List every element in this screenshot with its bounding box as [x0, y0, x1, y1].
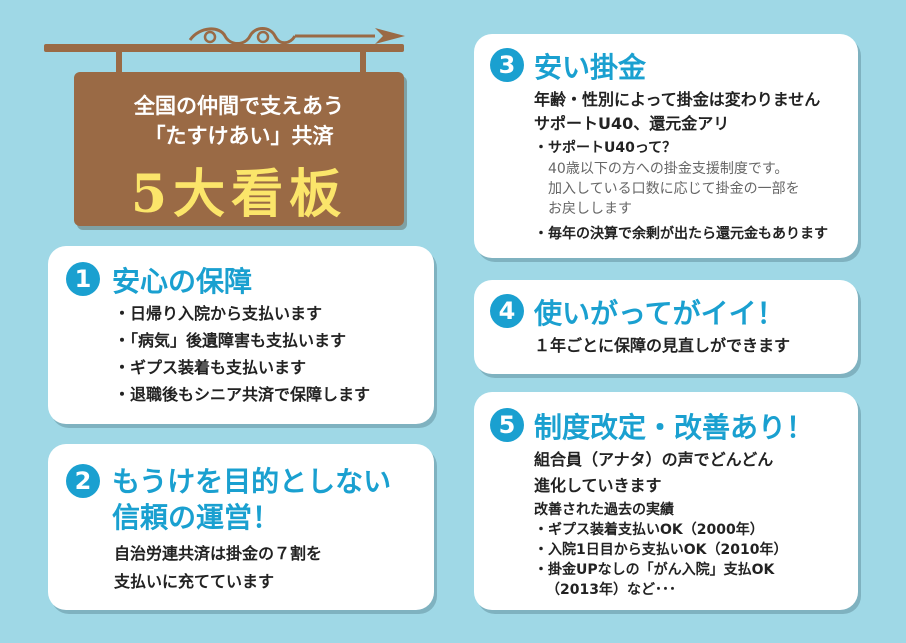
card-3-sub-line-2: 加入している口数に応じて掛金の一部を: [548, 181, 800, 197]
number-badge-5: 5: [490, 408, 524, 442]
card-3-sub-heading: ・サポートU40って？: [534, 140, 677, 156]
number-badge-4: 4: [490, 294, 524, 328]
sign-title: 5大看板: [130, 164, 348, 225]
sign-board: 全国の仲間で支えあう 「たすけあい」共済 5大看板: [74, 72, 404, 226]
card-4: 4 使いがってがイイ！ １年ごとに保障の見直しができます: [474, 280, 858, 374]
card-5-line-2: 進化していきます: [534, 476, 662, 495]
card-3: 3 安い掛金 年齢・性別によって掛金は変わりません サポートU40、還元金アリ …: [474, 34, 858, 258]
ornament-icon: [188, 27, 405, 45]
card-1-line-3: ・ギプス装着も支払います: [114, 358, 307, 377]
card-4-title: 使いがってがイイ！: [534, 297, 785, 330]
card-1-line-4: ・退職後もシニア共済で保障します: [114, 385, 371, 404]
sign-line-2: 「たすけあい」共済: [144, 124, 334, 148]
card-5-sub-heading: 改善された過去の実績: [534, 502, 674, 518]
card-3-line-2: サポートU40、還元金アリ: [534, 114, 730, 133]
sign-hook-left: [116, 50, 122, 74]
card-1-title: 安心の保障: [112, 265, 253, 298]
card-5-sub-line-3: ・掛金UPなしの「がん入院」支払OK: [534, 562, 775, 578]
card-3-sub-line-3: お戻しします: [548, 201, 632, 217]
card-1: 1 安心の保障 ・日帰り入院から支払います ・「病気」後遺障害も支払います ・ギ…: [48, 246, 434, 424]
card-5: 5 制度改定・改善あり！ 組合員（アナタ）の声でどんどん 進化していきます 改善…: [474, 392, 858, 610]
card-5-line-1: 組合員（アナタ）の声でどんどん: [534, 450, 774, 469]
card-2-line-1: 自治労連共済は掛金の７割を: [114, 544, 323, 563]
sign-bar: [44, 44, 404, 52]
sign-line-1: 全国の仲間で支えあう: [134, 94, 344, 118]
number-badge-3: 3: [490, 48, 524, 82]
sign-hook-right: [360, 50, 366, 74]
card-3-sub-line-1: 40歳以下の方への掛金支援制度です。: [548, 161, 789, 177]
card-5-title: 制度改定・改善あり！: [534, 411, 815, 444]
card-3-line-1: 年齢・性別によって掛金は変わりません: [534, 90, 821, 109]
card-2-line-2: 支払いに充てています: [114, 572, 275, 591]
card-1-line-1: ・日帰り入院から支払います: [114, 304, 323, 323]
card-4-line-1: １年ごとに保障の見直しができます: [534, 336, 791, 355]
card-1-line-2: ・「病気」後遺障害も支払います: [114, 331, 347, 350]
card-3-title: 安い掛金: [534, 51, 647, 84]
number-badge-2: 2: [66, 464, 100, 498]
card-2: 2 もうけを目的としない 信頼の運営！ 自治労連共済は掛金の７割を 支払いに充て…: [48, 444, 434, 610]
card-3-note: ・毎年の決算で余剰が出たら還元金もあります: [534, 226, 828, 242]
card-5-sub-line-1: ・ギプス装着支払いOK（2000年）: [534, 522, 764, 538]
card-5-sub-line-4: （2013年）など･･･: [546, 582, 676, 598]
card-5-sub-line-2: ・入院1日目から支払いOK（2010年）: [534, 542, 788, 558]
card-2-title-line-1: もうけを目的としない: [112, 465, 392, 498]
number-badge-1: 1: [66, 262, 100, 296]
card-2-title-line-2: 信頼の運営！: [112, 501, 281, 534]
